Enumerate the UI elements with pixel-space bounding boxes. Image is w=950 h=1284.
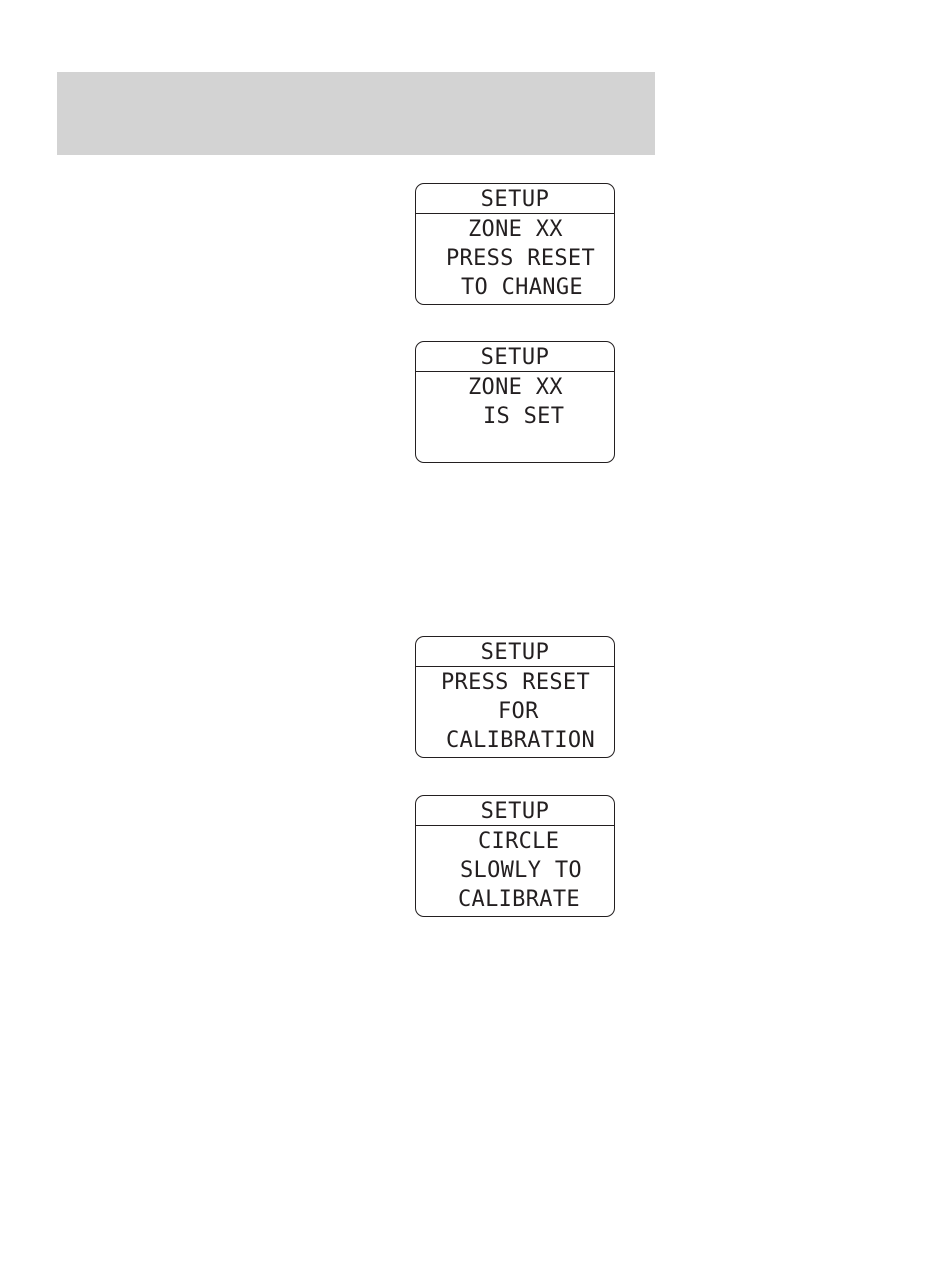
lcd-display-press-reset-calibration: SETUP PRESS RESET FOR CALIBRATION <box>415 636 615 758</box>
lcd-line: FOR <box>498 700 539 724</box>
lcd-line: SLOWLY TO <box>460 859 582 883</box>
lcd-title: SETUP <box>416 637 614 667</box>
lcd-line: CALIBRATION <box>446 729 595 753</box>
lcd-display-zone-change: SETUP ZONE XX PRESS RESET TO CHANGE <box>415 183 615 305</box>
lcd-display-circle-calibrate: SETUP CIRCLE SLOWLY TO CALIBRATE <box>415 795 615 917</box>
header-band <box>57 72 655 155</box>
lcd-line: ZONE XX <box>468 218 563 242</box>
lcd-title: SETUP <box>416 342 614 372</box>
lcd-line: PRESS RESET <box>441 671 590 695</box>
lcd-line: CIRCLE <box>478 830 559 854</box>
lcd-title: SETUP <box>416 796 614 826</box>
lcd-line: PRESS RESET <box>446 247 595 271</box>
lcd-line: TO CHANGE <box>461 276 583 300</box>
lcd-display-zone-set: SETUP ZONE XX IS SET <box>415 341 615 463</box>
lcd-line: ZONE XX <box>468 376 563 400</box>
lcd-title: SETUP <box>416 184 614 214</box>
lcd-line: CALIBRATE <box>458 888 580 912</box>
lcd-line: IS SET <box>483 405 564 429</box>
